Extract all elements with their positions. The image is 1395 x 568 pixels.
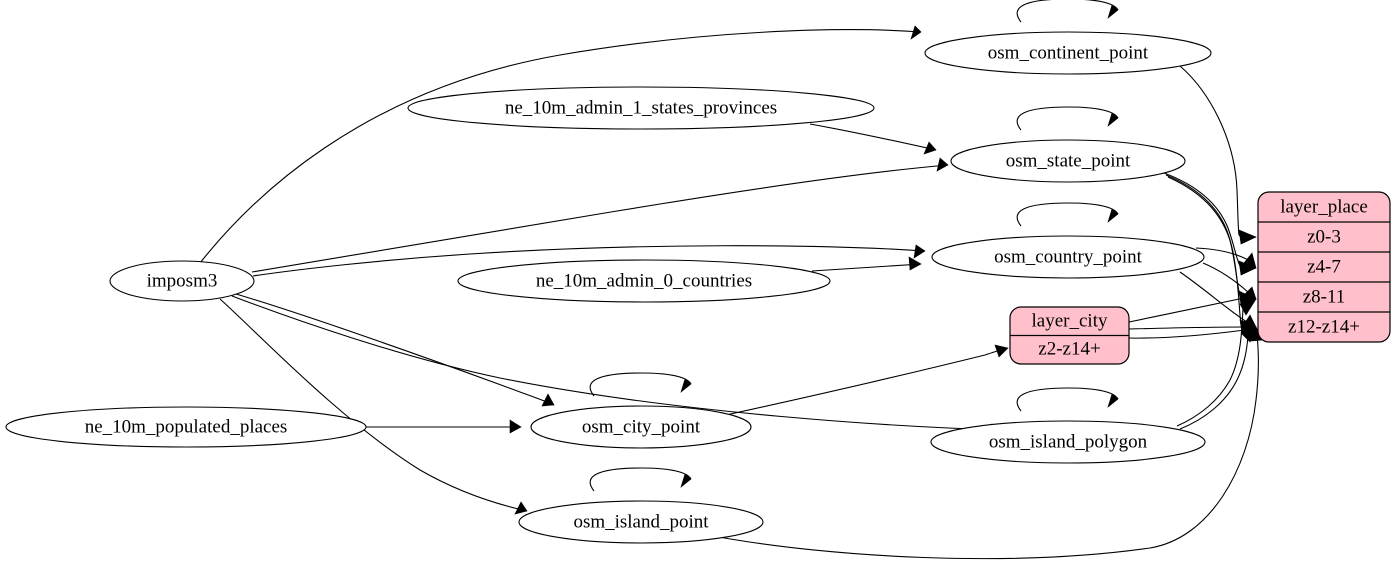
edge-imposm3-to-osm-continent-point: [199, 25, 922, 264]
edge-imposm3-to-osm-country-point: [252, 244, 926, 277]
edge-ne-populated-places-to-osm-city-point: [366, 419, 522, 434]
record-node-layer-place[interactable]: layer_place z0-3 z4-7 z8-11 z12-z14+: [1257, 191, 1391, 343]
self-loop-osm-state-point: [1016, 106, 1119, 131]
node-osm-country-point-label: osm_country_point: [994, 246, 1142, 267]
record-layer-city-header-label: layer_city: [1032, 310, 1108, 331]
record-layer-city-row-z2-z14-label: z2-z14+: [1038, 338, 1100, 359]
node-osm-city-point-label: osm_city_point: [582, 416, 701, 437]
edge-osm-island-polygon-to-layer-place-z12-z14: [1179, 326, 1257, 430]
edge-layer-city-to-layer-place-z8-11: [1128, 294, 1257, 323]
record-layer-place-row-z4-7-label: z4-7: [1307, 256, 1341, 277]
node-osm-continent-point-label: osm_continent_point: [988, 42, 1149, 63]
record-node-layer-city[interactable]: layer_city z2-z14+: [1009, 306, 1130, 365]
edge-ne-admin1-to-osm-state-point: [809, 123, 937, 155]
record-layer-place-row-z12-z14-label: z12-z14+: [1288, 316, 1360, 337]
node-ne-10m-admin-0-countries-label: ne_10m_admin_0_countries: [536, 270, 752, 291]
node-ne-10m-populated-places-label: ne_10m_populated_places: [85, 416, 288, 437]
node-osm-island-polygon[interactable]: osm_island_polygon: [930, 420, 1206, 464]
node-osm-continent-point[interactable]: osm_continent_point: [924, 31, 1212, 75]
node-osm-island-polygon-label: osm_island_polygon: [989, 431, 1148, 452]
node-osm-state-point-label: osm_state_point: [1006, 150, 1131, 171]
node-osm-island-point[interactable]: osm_island_point: [518, 500, 764, 544]
edge-imposm3-to-osm-city-point: [235, 293, 555, 407]
node-ne-10m-admin-0-countries[interactable]: ne_10m_admin_0_countries: [457, 259, 831, 303]
node-osm-country-point[interactable]: osm_country_point: [931, 235, 1205, 279]
edge-imposm3-to-osm-island-point: [219, 298, 528, 515]
record-layer-place-row-z8-11-label: z8-11: [1303, 286, 1346, 307]
node-layer: imposm3 ne_10m_populated_places ne_10m_a…: [5, 31, 1212, 544]
self-loop-osm-city-point: [589, 372, 692, 397]
node-osm-island-point-label: osm_island_point: [573, 511, 709, 532]
node-imposm3[interactable]: imposm3: [109, 260, 255, 302]
self-loop-osm-island-polygon: [1016, 387, 1119, 412]
node-ne-10m-populated-places[interactable]: ne_10m_populated_places: [5, 406, 367, 448]
node-ne-10m-admin-1-states-provinces-label: ne_10m_admin_1_states_provinces: [505, 97, 777, 118]
self-loop-osm-island-point: [589, 467, 692, 492]
edge-osm-continent-point-to-layer-place-z0-3: [1179, 65, 1257, 245]
record-layer-place-header-label: layer_place: [1280, 196, 1368, 217]
self-loop-osm-continent-point: [1016, 0, 1119, 23]
edge-imposm3-to-osm-state-point: [251, 157, 949, 273]
node-ne-10m-admin-1-states-provinces[interactable]: ne_10m_admin_1_states_provinces: [407, 86, 875, 130]
edge-layer-city-to-layer-place-extra: [1128, 329, 1246, 339]
record-layer-place-row-z0-3-label: z0-3: [1307, 226, 1341, 247]
edge-layer: [199, 0, 1264, 560]
node-osm-state-point[interactable]: osm_state_point: [950, 139, 1186, 183]
self-loop-osm-country-point: [1016, 202, 1119, 227]
node-osm-city-point[interactable]: osm_city_point: [530, 405, 752, 449]
edge-osm-island-polygon-to-layer-place-z8-11: [1176, 298, 1257, 427]
edge-osm-city-point-to-layer-city: [725, 344, 1009, 416]
node-imposm3-label: imposm3: [147, 270, 218, 291]
edge-ne-admin0-to-osm-country-point: [811, 256, 922, 272]
edge-osm-country-point-to-layer-place-z4-7: [1195, 247, 1257, 269]
